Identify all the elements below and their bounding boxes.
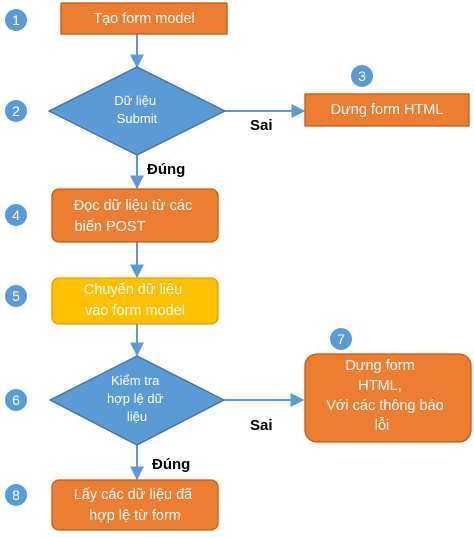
process-box-7 bbox=[304, 353, 472, 443]
node-8-line-1: Lấy các dữ liệu đã bbox=[74, 487, 193, 503]
edge-label-6-7: Sai bbox=[250, 417, 273, 434]
node-6-line-1: Kiểm tra bbox=[111, 373, 160, 388]
process-box-4-label: Đọc dữ liệu từ các biến POST bbox=[74, 198, 197, 235]
step-number-4: 4 bbox=[12, 207, 20, 223]
node-7-line-2: HTML, bbox=[358, 378, 402, 394]
step-number-5: 5 bbox=[12, 288, 20, 304]
process-box-8-label: Lấy các dữ liệu đã hợp lệ từ form bbox=[74, 487, 197, 524]
step-number-7: 7 bbox=[337, 331, 345, 347]
process-box-4 bbox=[51, 188, 219, 243]
process-box-3-label: Dựng form HTML bbox=[331, 102, 444, 118]
process-box-5 bbox=[51, 277, 219, 325]
node-5-line-2: vào form model bbox=[85, 303, 185, 319]
step-circle-6 bbox=[5, 389, 27, 411]
step-number-2: 2 bbox=[12, 103, 20, 119]
decision-2-label: Dữ liệu Submit bbox=[114, 93, 160, 126]
step-circle-1 bbox=[5, 9, 27, 31]
process-box-1 bbox=[60, 2, 228, 35]
decision-6-label: Kiểm tra hợp lệ dữ liệu bbox=[107, 373, 167, 424]
node-8-line-2: hợp lệ từ form bbox=[89, 508, 181, 524]
process-box-1-label: Tạo form model bbox=[93, 11, 195, 27]
step-circle-2 bbox=[5, 100, 27, 122]
edge-label-2-3: Sai bbox=[250, 117, 273, 134]
step-circle-8 bbox=[5, 484, 27, 506]
decision-6 bbox=[48, 355, 226, 446]
node-2-line-2: Submit bbox=[117, 111, 158, 126]
process-box-3 bbox=[304, 93, 470, 127]
edge-label-2-4: Đúng bbox=[147, 161, 185, 178]
step-number-3: 3 bbox=[358, 68, 366, 84]
node-3-line-1: Dựng form HTML bbox=[331, 102, 444, 118]
node-2-line-1: Dữ liệu bbox=[114, 93, 156, 108]
node-6-line-2: hợp lệ dữ bbox=[107, 391, 164, 406]
node-4-line-2: biến POST bbox=[75, 219, 146, 235]
step-circle-5 bbox=[5, 285, 27, 307]
node-5-line-1: Chuyển dữ liệu bbox=[84, 282, 182, 298]
node-1-line-1: Tạo form model bbox=[93, 11, 195, 27]
edges bbox=[130, 34, 306, 481]
step-circle-4 bbox=[5, 204, 27, 226]
edge-label-6-8: Đúng bbox=[152, 456, 190, 473]
step-markers: 1 2 3 4 5 6 7 8 bbox=[5, 9, 373, 506]
node-7-line-1: Dựng form bbox=[345, 358, 414, 374]
process-box-8 bbox=[51, 479, 219, 531]
step-circle-7 bbox=[330, 328, 352, 350]
node-4-line-1: Đọc dữ liệu từ các bbox=[74, 198, 193, 214]
step-circle-3 bbox=[351, 65, 373, 87]
node-7-line-3: Với các thông báo bbox=[326, 398, 444, 414]
step-number-8: 8 bbox=[12, 487, 20, 503]
decision-2 bbox=[47, 66, 227, 156]
process-box-7-label: Dựng form HTML, Với các thông báo lỗi bbox=[326, 358, 448, 434]
process-box-5-label: Chuyển dữ liệu vào form model bbox=[84, 282, 186, 319]
node-7-line-4: lỗi bbox=[375, 417, 390, 434]
step-number-1: 1 bbox=[12, 12, 20, 28]
step-number-6: 6 bbox=[12, 392, 20, 408]
node-6-line-3: liệu bbox=[127, 409, 147, 424]
